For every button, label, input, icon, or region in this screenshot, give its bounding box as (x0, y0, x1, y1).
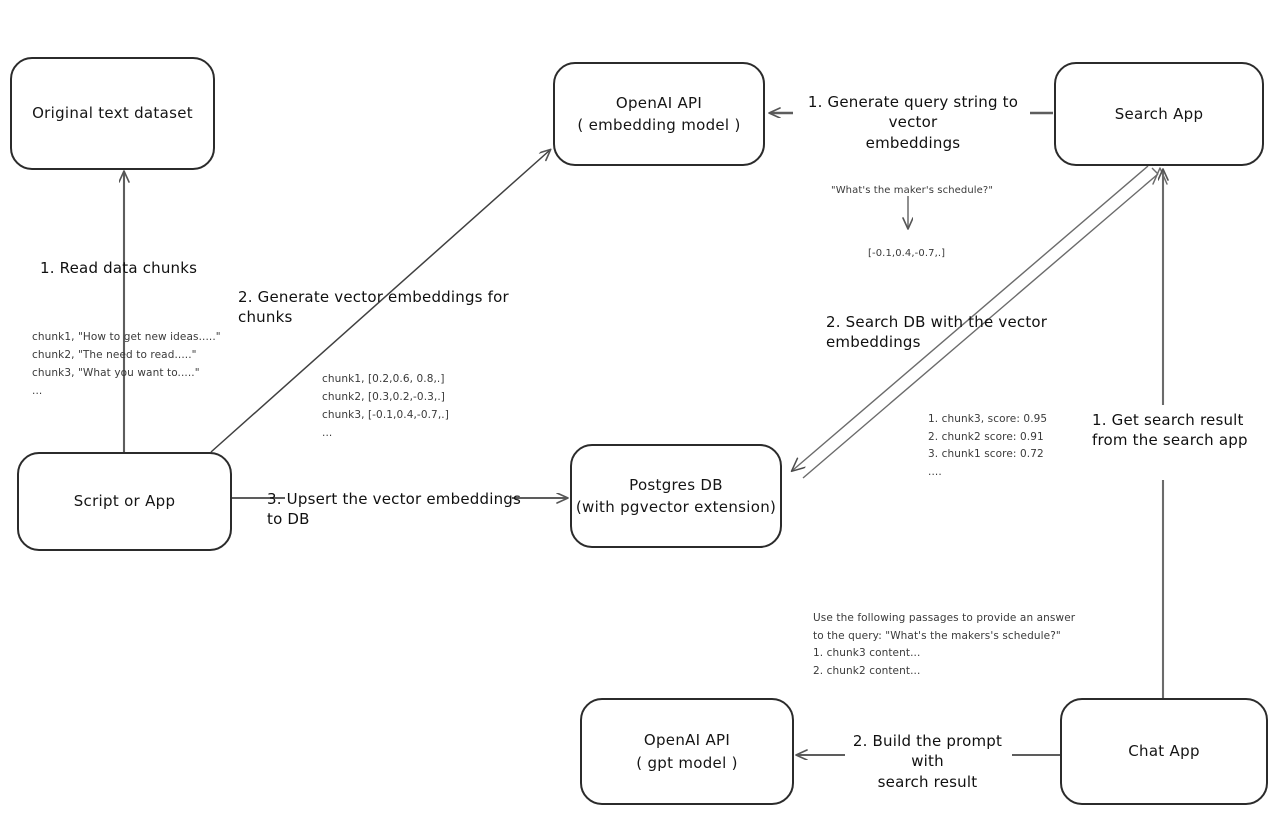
node-chat-app[interactable]: Chat App (1060, 698, 1268, 805)
note-chunk-embeddings: chunk1, [0.2,0.6, 0.8,.] chunk2, [0.3,0.… (322, 373, 449, 440)
node-openai-gpt-api-label: OpenAI API ( gpt model ) (636, 731, 738, 772)
node-chat-app-label: Chat App (1128, 742, 1200, 761)
edge-label-upsert-to-db: 3. Upsert the vector embeddings to DB (267, 490, 522, 529)
node-postgres-db[interactable]: Postgres DB (with pgvector extension) (570, 444, 782, 548)
edge-label-get-search-result: 1. Get search result from the search app (1092, 411, 1248, 450)
node-search-app-label: Search App (1114, 104, 1204, 123)
node-original-text-dataset-label: Original text dataset (32, 104, 193, 123)
node-postgres-db-label: Postgres DB (with pgvector extension) (575, 475, 777, 517)
edge-label-generate-query-embeddings: 1. Generate query string to vector embed… (807, 93, 1019, 152)
note-search-results: 1. chunk3, score: 0.95 2. chunk2 score: … (928, 413, 1048, 478)
node-openai-embedding-api[interactable]: OpenAI API ( embedding model ) (553, 62, 765, 166)
note-query-embedding: [-0.1,0.4,-0.7,.] (868, 248, 946, 259)
node-script-or-app-label: Script or App (73, 492, 176, 511)
node-script-or-app[interactable]: Script or App (17, 452, 232, 551)
note-source-chunks: chunk1, "How to get new ideas....." chun… (32, 331, 221, 398)
edge-label-build-prompt: 2. Build the prompt with search result (852, 732, 1003, 791)
node-original-text-dataset[interactable]: Original text dataset (10, 57, 215, 170)
note-prompt-text: Use the following passages to provide an… (813, 612, 1076, 677)
node-search-app[interactable]: Search App (1054, 62, 1264, 166)
edge-label-read-data-chunks: 1. Read data chunks (40, 259, 198, 277)
edge-label-search-db: 2. Search DB with the vector embeddings (826, 313, 1048, 352)
note-query-text: "What's the maker's schedule?" (831, 185, 994, 196)
node-openai-gpt-api[interactable]: OpenAI API ( gpt model ) (580, 698, 794, 805)
edge-label-generate-embeddings: 2. Generate vector embeddings for chunks (238, 288, 509, 327)
node-openai-embedding-api-label: OpenAI API ( embedding model ) (577, 93, 741, 135)
